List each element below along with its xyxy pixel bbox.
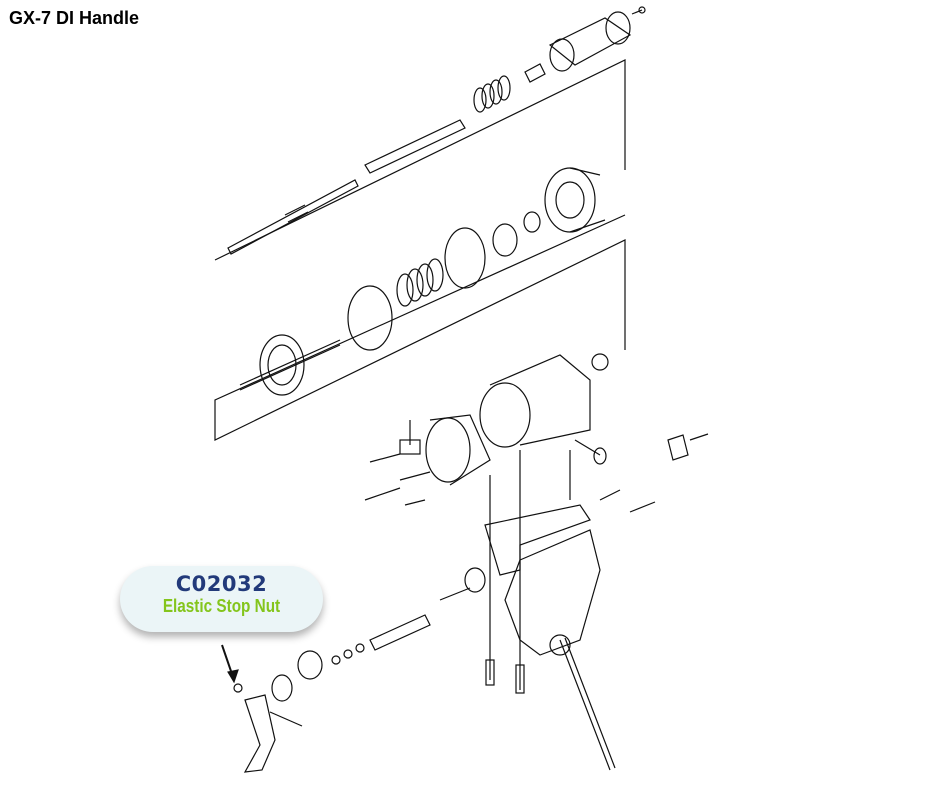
- trigger-lever: [233, 683, 303, 773]
- trigger-valve-stack: [271, 567, 486, 702]
- shaft-upper: [227, 119, 466, 255]
- part-number: C02032: [175, 572, 268, 596]
- piston-lower: [239, 334, 609, 396]
- upper-assembly-frame: [214, 59, 626, 441]
- part-description: Elastic Stop Nut: [162, 596, 281, 616]
- piston-upper: [444, 167, 606, 289]
- spring-middle: [347, 258, 444, 351]
- diagram-title: GX-7 DI Handle: [9, 8, 140, 28]
- part-callout: C02032 Elastic Stop Nut: [120, 566, 323, 632]
- elastic-stop-nut: [233, 683, 243, 693]
- callout-pointer: [221, 644, 239, 684]
- screws-left: [364, 420, 431, 506]
- cylinder-body: [425, 354, 607, 486]
- handle-body: [484, 433, 709, 771]
- top-cap-part: [548, 6, 646, 72]
- spring-upper: [473, 63, 546, 113]
